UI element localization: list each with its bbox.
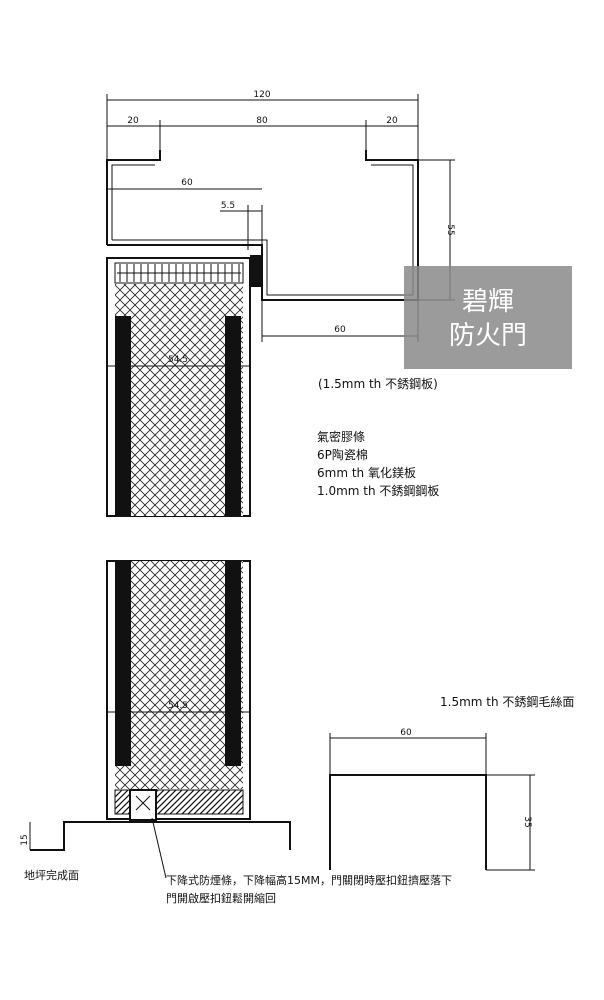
watermark: 碧輝 防火門 xyxy=(404,266,572,369)
material-notes: (1.5mm th 不銹鋼板) 氣密膠條 6P陶瓷棉 6mm th 氧化鎂板 1… xyxy=(317,377,439,498)
channel-detail: 1.5mm th 不銹鋼毛絲面 60 35 xyxy=(329,694,574,871)
door-leaf-lower: 54.5 xyxy=(106,560,251,821)
frame-material-note: (1.5mm th 不銹鋼板) xyxy=(318,377,438,391)
dim-60-bottom: 60 xyxy=(334,325,346,335)
drop-seal xyxy=(129,789,157,821)
door-leaf-upper: 54.5 xyxy=(106,257,251,517)
dim-54-5-top: 54.5 xyxy=(168,355,188,365)
dim-54-5-bottom: 54.5 xyxy=(168,701,188,711)
dim-5-5: 5.5 xyxy=(221,201,235,211)
floor-threshold: 15 地坪完成面 下降式防煙條，下降幅高15MM，門關閉時壓扣鈕擠壓落下 門開啟… xyxy=(20,817,452,905)
dim-120: 120 xyxy=(253,90,270,100)
dim-60-inner: 60 xyxy=(181,178,193,188)
channel-material-note: 1.5mm th 不銹鋼毛絲面 xyxy=(440,694,574,709)
dim-20-left: 20 xyxy=(127,116,139,126)
watermark-line2: 防火門 xyxy=(449,321,527,351)
dim-channel-60: 60 xyxy=(400,728,412,738)
dim-80: 80 xyxy=(256,116,268,126)
layer-note-3: 6mm th 氧化鎂板 xyxy=(317,465,416,480)
layer-note-4: 1.0mm th 不銹鋼鋼板 xyxy=(317,484,439,498)
floor-label: 地坪完成面 xyxy=(24,868,79,882)
dim-15: 15 xyxy=(20,834,30,845)
dim-channel-35: 35 xyxy=(522,816,532,827)
dim-20-right: 20 xyxy=(386,116,398,126)
dim-55: 55 xyxy=(445,224,455,235)
drop-seal-note-2: 門開啟壓扣鈕鬆開縮回 xyxy=(166,891,276,905)
layer-note-1: 氣密膠條 xyxy=(317,429,365,444)
drop-seal-note-1: 下降式防煙條，下降幅高15MM，門關閉時壓扣鈕擠壓落下 xyxy=(166,873,452,887)
watermark-line1: 碧輝 xyxy=(462,287,514,317)
layer-note-2: 6P陶瓷棉 xyxy=(317,447,368,462)
seal-strip-teeth xyxy=(117,264,241,282)
air-seal xyxy=(250,255,262,287)
